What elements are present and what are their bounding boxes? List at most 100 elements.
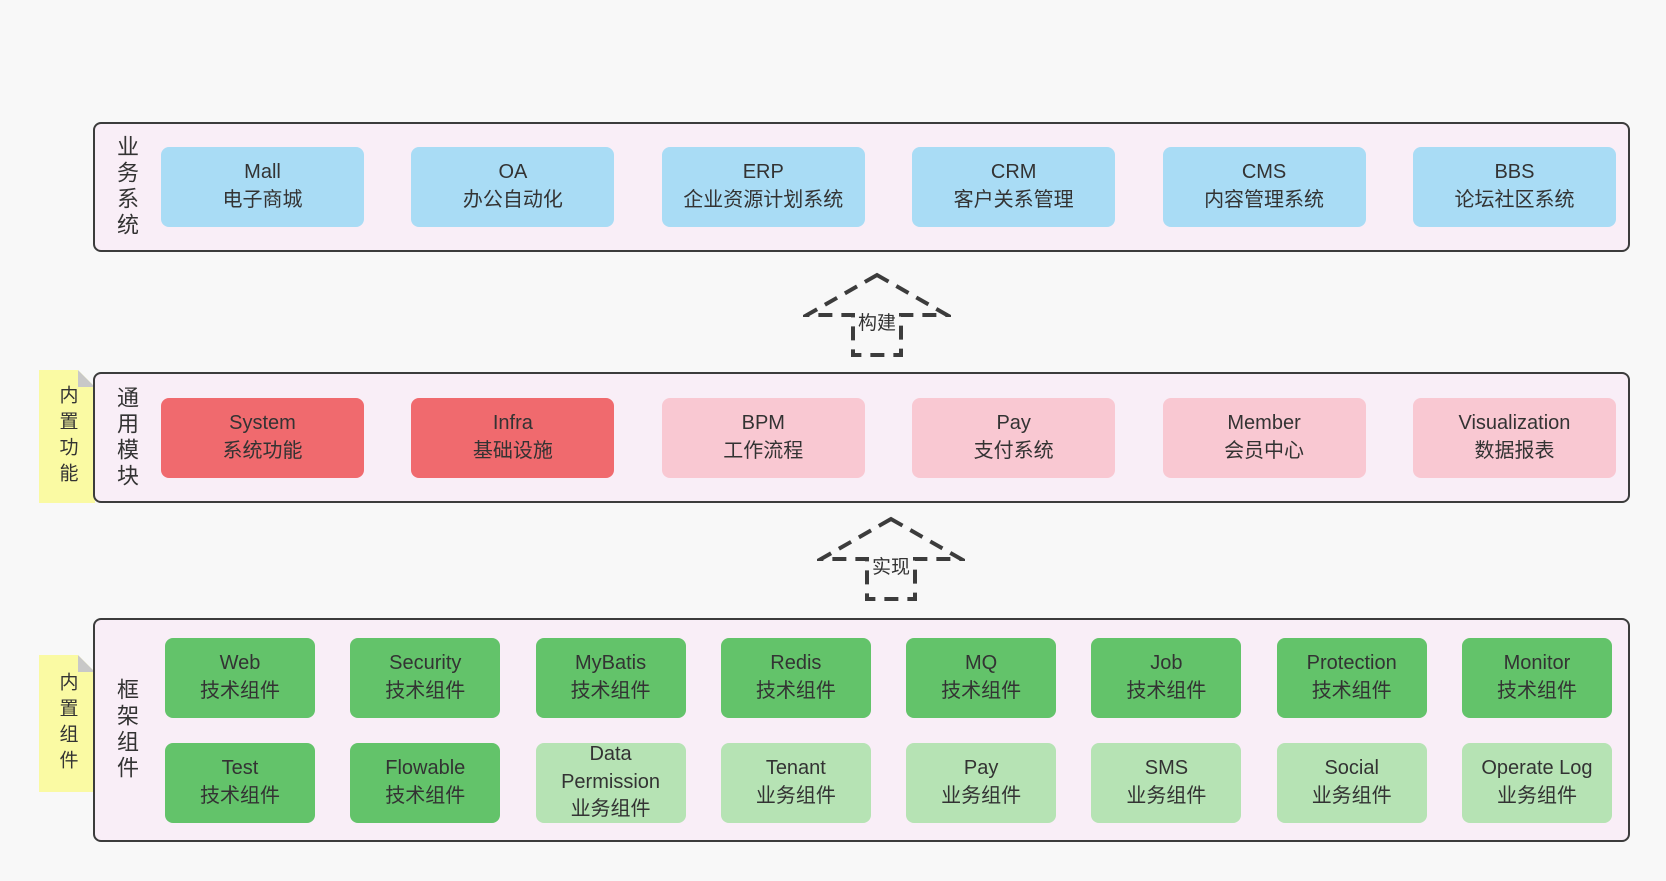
box-subtitle: 电子商城	[222, 189, 303, 211]
box-title: Security	[389, 651, 462, 674]
box-subtitle: 业务组件	[941, 784, 1022, 807]
section-label: 通用模块	[114, 385, 139, 490]
box-title: Pay	[963, 756, 999, 779]
box-subtitle: 技术组件	[385, 679, 466, 702]
box-title: Flowable	[385, 756, 466, 779]
box-title: Web	[219, 651, 261, 674]
box-title: MQ	[965, 651, 998, 674]
section-common-modules: 通用模块 System 系统功能 Infra 基础设施 BPM 工作流程 Pay…	[93, 372, 1630, 503]
box-title: OA	[498, 161, 528, 184]
up-arrow-icon	[817, 516, 965, 601]
box-title: Monitor	[1503, 651, 1571, 674]
box-title: Protection	[1306, 651, 1397, 674]
box-web: Web 技术组件	[165, 637, 315, 718]
box-subtitle: 会员中心	[1224, 439, 1305, 462]
box-subtitle: 技术组件	[385, 784, 466, 807]
section-framework-components: 框架组件 Web 技术组件 Security 技术组件 MyBatis 技术组件…	[93, 618, 1630, 842]
box-system: System 系统功能	[161, 397, 364, 478]
module-boxes: System 系统功能 Infra 基础设施 BPM 工作流程 Pay 支付系统…	[149, 374, 1628, 501]
box-oa: OA 办公自动化	[411, 147, 615, 227]
box-title: Visualization	[1458, 411, 1571, 434]
implement-arrow-label: 实现	[868, 552, 914, 579]
box-subtitle: 企业资源计划系统	[683, 189, 844, 211]
box-title: Test	[221, 756, 259, 779]
box-pay-component: Pay 业务组件	[906, 742, 1057, 823]
box-monitor: Monitor 技术组件	[1461, 637, 1612, 718]
box-subtitle: 业务组件	[755, 784, 836, 807]
box-subtitle: 内容管理系统	[1204, 189, 1325, 211]
box-title: System	[229, 411, 296, 434]
box-pay-system: Pay 支付系统	[912, 397, 1116, 478]
box-subtitle: 技术组件	[570, 679, 651, 702]
box-infra: Infra 基础设施	[411, 397, 615, 478]
box-subtitle: 数据报表	[1474, 439, 1555, 462]
business-boxes: Mall 电子商城 OA 办公自动化 ERP 企业资源计划系统 CRM 客户关系…	[149, 124, 1628, 250]
box-protection: Protection 技术组件	[1276, 637, 1427, 718]
box-subtitle: 系统功能	[222, 439, 303, 462]
box-title: Infra	[492, 411, 533, 434]
box-title: Member	[1227, 411, 1301, 434]
box-member: Member 会员中心	[1162, 397, 1366, 478]
section-business-systems: 业务系统 Mall 电子商城 OA 办公自动化 ERP 企业资源计划系统 CRM…	[93, 122, 1630, 252]
box-title: Job	[1150, 651, 1183, 674]
box-title: Pay	[996, 411, 1031, 434]
box-mybatis: MyBatis 技术组件	[535, 637, 686, 718]
box-subtitle: 工作流程	[723, 439, 804, 462]
box-subtitle: 支付系统	[973, 439, 1054, 462]
box-social: Social 业务组件	[1276, 742, 1427, 823]
box-data-permission: Data Permission 业务组件	[535, 742, 686, 823]
sticky-note-builtin-components: 内置组件	[39, 655, 95, 792]
box-subtitle: 基础设施	[472, 439, 553, 462]
sticky-note-label: 内置功能	[56, 384, 78, 489]
box-mall: Mall 电子商城	[161, 147, 364, 227]
box-test: Test 技术组件	[165, 742, 315, 823]
box-crm: CRM 客户关系管理	[912, 147, 1116, 227]
box-sms: SMS 业务组件	[1091, 742, 1242, 823]
box-title: CMS	[1241, 161, 1287, 184]
box-subtitle: 技术组件	[1496, 679, 1577, 702]
up-arrow-icon	[803, 272, 951, 357]
box-subtitle: 业务组件	[1311, 784, 1392, 807]
box-subtitle: 技术组件	[1126, 679, 1207, 702]
box-mq: MQ 技术组件	[906, 637, 1057, 718]
box-visualization: Visualization 数据报表	[1412, 397, 1616, 478]
framework-boxes: Web 技术组件 Security 技术组件 MyBatis 技术组件 Redi…	[149, 620, 1628, 840]
box-operate-log: Operate Log 业务组件	[1461, 742, 1612, 823]
box-tenant: Tenant 业务组件	[720, 742, 871, 823]
box-title: Operate Log	[1481, 756, 1593, 779]
section-label: 框架组件	[114, 678, 139, 782]
box-subtitle: 技术组件	[200, 784, 280, 807]
box-subtitle: 技术组件	[1311, 679, 1392, 702]
section-label: 业务系统	[114, 135, 139, 239]
box-subtitle: 技术组件	[200, 679, 280, 702]
box-title: CRM	[990, 161, 1037, 184]
box-subtitle: 业务组件	[1126, 784, 1207, 807]
box-title: BPM	[741, 411, 785, 434]
box-title: Data Permission	[561, 743, 661, 793]
sticky-note-builtin-features: 内置功能	[39, 370, 95, 503]
box-subtitle: 业务组件	[1496, 784, 1577, 807]
box-security: Security 技术组件	[350, 637, 501, 718]
build-arrow: 构建	[803, 272, 951, 358]
sticky-note-label: 内置组件	[56, 671, 78, 776]
box-job: Job 技术组件	[1091, 637, 1242, 718]
box-subtitle: 办公自动化	[462, 189, 563, 211]
build-arrow-label: 构建	[854, 308, 900, 335]
box-title: ERP	[742, 161, 784, 184]
box-flowable: Flowable 技术组件	[350, 742, 501, 823]
box-title: Tenant	[765, 756, 826, 779]
box-subtitle: 客户关系管理	[953, 189, 1074, 211]
implement-arrow: 实现	[817, 516, 965, 602]
box-subtitle: 技术组件	[755, 679, 836, 702]
box-bpm: BPM 工作流程	[661, 397, 865, 478]
box-subtitle: 技术组件	[941, 679, 1022, 702]
box-cms: CMS 内容管理系统	[1162, 147, 1366, 227]
box-erp: ERP 企业资源计划系统	[661, 147, 865, 227]
box-title: Social	[1324, 756, 1379, 779]
box-title: MyBatis	[575, 651, 647, 674]
box-title: Redis	[770, 651, 822, 674]
box-subtitle: 业务组件	[570, 798, 651, 821]
box-title: Mall	[244, 161, 281, 184]
box-title: SMS	[1144, 756, 1189, 779]
box-bbs: BBS 论坛社区系统	[1412, 147, 1616, 227]
